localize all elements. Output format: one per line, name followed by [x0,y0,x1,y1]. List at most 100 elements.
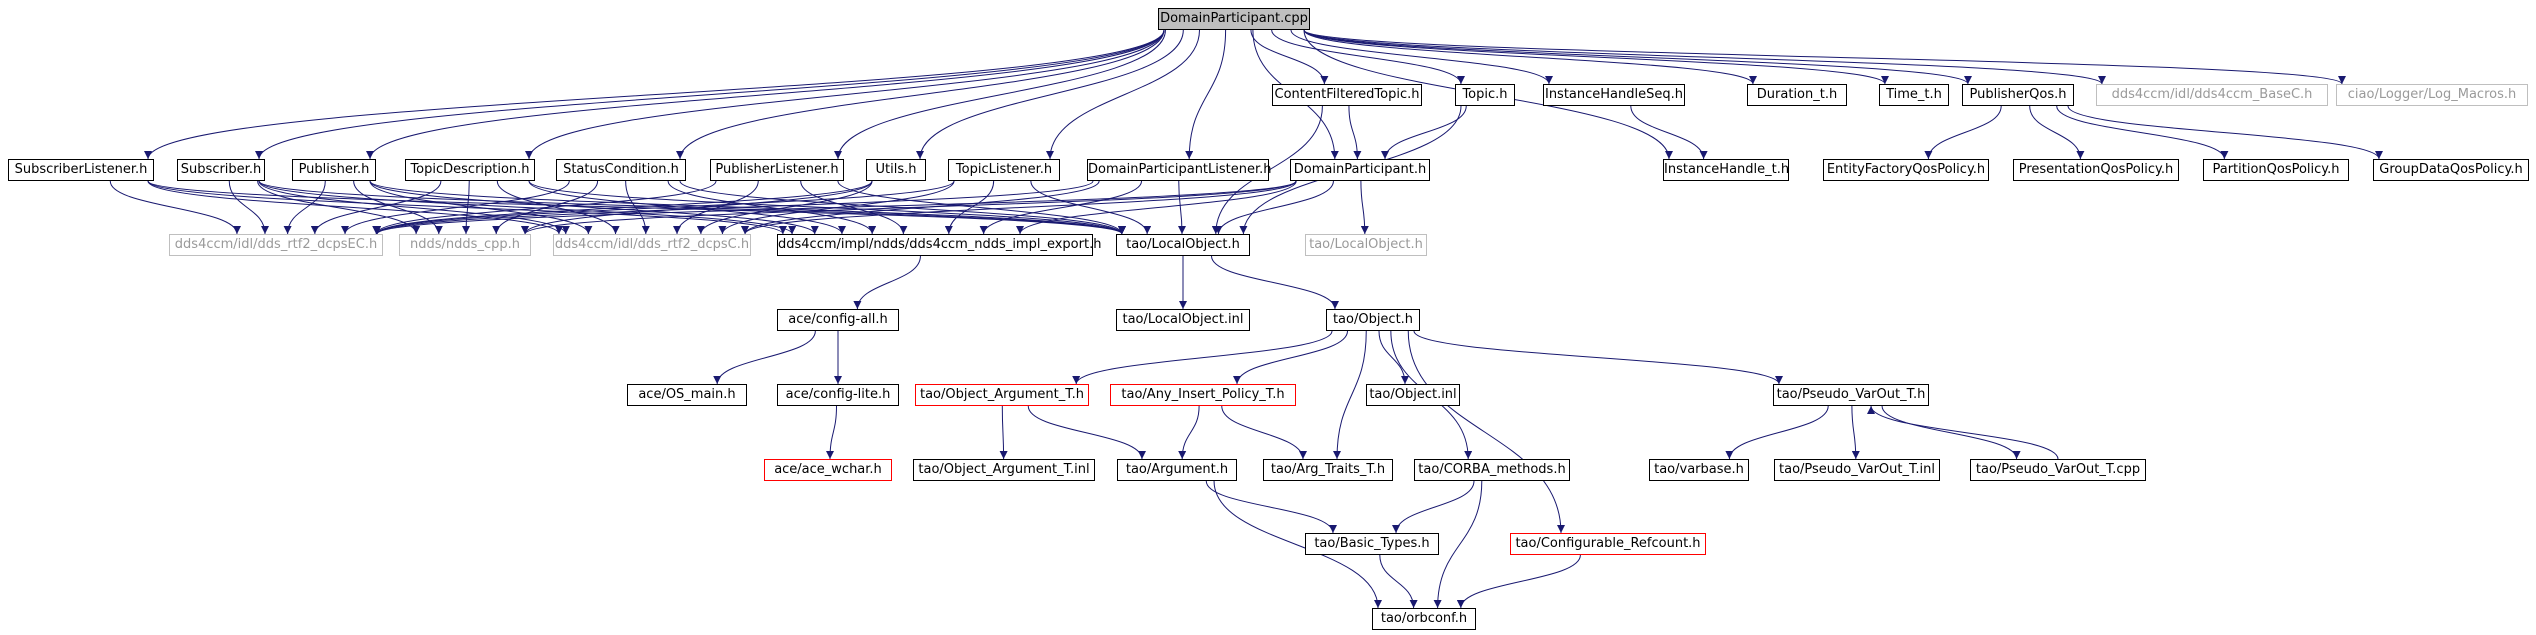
node-tao-local-object[interactable]: tao/LocalObject.h [1116,234,1250,256]
edge-tao-basic-types-to-tao-orbconf [1379,554,1418,609]
node-ace-config-all[interactable]: ace/config-all.h [777,309,899,331]
edge-publisher-qos-to-partition-qos [2056,105,2229,160]
node-tao-orbconf[interactable]: tao/orbconf.h [1372,608,1476,630]
edge-subscriber-listener-to-ndds-impl-export [147,180,787,235]
edge-tao-any-insert-policy-to-tao-argument [1178,405,1200,460]
edge-subscriber-to-dds-rtf2-dcps-ec [228,180,269,235]
node-duration[interactable]: Duration_t.h [1747,84,1847,106]
edge-tao-object-to-tao-object-inl [1378,330,1409,385]
dependency-edges [109,29,2383,609]
node-ace-config-lite[interactable]: ace/config-lite.h [777,384,899,406]
edge-publisher-qos-to-entity-factory-qos [1924,105,2002,160]
edge-publisher-qos-to-presentation-qos [2029,105,2085,160]
edge-tao-object-argument-t-to-tao-argument [1027,405,1146,460]
edge-utils-to-dds-rtf2-dcps-ec [373,180,873,235]
node-tao-local-object-external[interactable]: tao/LocalObject.h [1305,234,1427,256]
node-tao-pseudo-varout-cpp[interactable]: tao/Pseudo_VarOut_T.cpp [1970,459,2146,481]
edge-status-condition-to-dds-rtf2-dcps-ec [341,180,570,235]
edge-utils-to-dds-rtf2-dcps-c [696,180,873,235]
node-ace-os-main[interactable]: ace/OS_main.h [627,384,747,406]
node-tao-local-object-inl[interactable]: tao/LocalObject.inl [1116,309,1250,331]
edge-tao-corba-methods-to-tao-basic-types [1392,480,1475,534]
node-publisher[interactable]: Publisher.h [292,159,376,181]
edge-topic-listener-to-tao-local-object [1030,180,1152,235]
root-file-node: DomainParticipant.cpp [1158,8,1310,30]
node-tao-configurable-refcount[interactable]: tao/Configurable_Refcount.h [1510,533,1706,555]
node-tao-object[interactable]: tao/Object.h [1326,309,1420,331]
node-tao-argument[interactable]: tao/Argument.h [1117,459,1237,481]
edge-root-to-publisher-qos [1303,29,1972,85]
edge-root-to-subscriber-listener [144,29,1165,160]
node-publisher-qos[interactable]: PublisherQos.h [1962,84,2074,106]
edge-tao-object-to-tao-configurable-refcount [1407,330,1565,534]
edge-root-to-topic [1271,29,1465,85]
edge-root-to-subscriber [255,29,1165,160]
edge-ace-config-all-to-ace-os-main [713,330,816,385]
node-ace-wchar[interactable]: ace/ace_wchar.h [764,459,892,481]
edge-tao-argument-to-tao-orbconf [1213,480,1382,609]
edge-tao-pseudo-varout-to-tao-pseudo-varout-cpp [1881,405,2021,460]
node-tao-object-argument-inl[interactable]: tao/Object_Argument_T.inl [913,459,1095,481]
edge-topic-description-to-ndds-impl-export [528,180,846,235]
edge-subscriber-listener-to-dds-rtf2-dcps-c [147,180,563,235]
node-dds4ccm-base-c[interactable]: dds4ccm/idl/dds4ccm_BaseC.h [2096,84,2328,106]
node-tao-corba-methods[interactable]: tao/CORBA_methods.h [1414,459,1570,481]
node-log-macros[interactable]: ciao/Logger/Log_Macros.h [2336,84,2528,106]
node-entity-factory-qos[interactable]: EntityFactoryQosPolicy.h [1823,159,1989,181]
node-domain-participant-listener[interactable]: DomainParticipantListener.h [1087,159,1272,181]
node-publisher-listener[interactable]: PublisherListener.h [710,159,844,181]
node-tao-object-argument-t[interactable]: tao/Object_Argument_T.h [915,384,1089,406]
edge-subscriber-to-dds-rtf2-dcps-c [258,180,570,235]
edge-tao-object-to-tao-pseudo-varout [1413,330,1783,385]
edge-root-to-dds4ccm-base-c [1303,29,2106,85]
edge-ace-config-lite-to-ace-wchar [826,405,837,460]
edge-content-filtered-topic-to-domain-participant [1348,105,1362,160]
edge-root-to-topic-description [525,29,1165,160]
node-utils[interactable]: Utils.h [866,159,926,181]
node-topic[interactable]: Topic.h [1455,84,1515,106]
edge-domain-participant-to-ndds-impl-export [1016,180,1297,235]
edge-publisher-listener-to-dds-rtf2-dcps-c [673,180,759,235]
edge-tao-corba-methods-to-tao-orbconf [1433,480,1483,609]
edge-publisher-to-ndds-cpp [353,180,443,235]
node-tao-pseudo-varout-inl[interactable]: tao/Pseudo_VarOut_T.inl [1774,459,1940,481]
node-tao-pseudo-varout[interactable]: tao/Pseudo_VarOut_T.h [1773,384,1929,406]
edge-publisher-listener-to-tao-local-object [837,180,1126,235]
node-partition-qos[interactable]: PartitionQosPolicy.h [2203,159,2349,181]
node-ndds-cpp[interactable]: ndds/ndds_cpp.h [399,234,531,256]
node-presentation-qos[interactable]: PresentationQosPolicy.h [2013,159,2179,181]
node-ndds-impl-export[interactable]: dds4ccm/impl/ndds/dds4ccm_ndds_impl_expo… [777,234,1101,256]
edge-domain-participant-to-tao-local-object [1214,180,1334,235]
node-tao-object-inl[interactable]: tao/Object.inl [1366,384,1460,406]
node-time[interactable]: Time_t.h [1879,84,1949,106]
node-tao-arg-traits[interactable]: tao/Arg_Traits_T.h [1263,459,1393,481]
node-subscriber[interactable]: Subscriber.h [177,159,265,181]
node-instance-handle-seq[interactable]: InstanceHandleSeq.h [1543,84,1685,106]
node-instance-handle[interactable]: InstanceHandle_t.h [1663,159,1789,181]
node-status-condition[interactable]: StatusCondition.h [556,159,686,181]
node-topic-listener[interactable]: TopicListener.h [948,159,1060,181]
node-dds-rtf2-dcps-ec[interactable]: dds4ccm/idl/dds_rtf2_dcpsEC.h [169,234,383,256]
edge-status-condition-to-dds-rtf2-dcps-c [625,180,650,235]
node-subscriber-listener[interactable]: SubscriberListener.h [8,159,154,181]
node-tao-any-insert-policy[interactable]: tao/Any_Insert_Policy_T.h [1110,384,1296,406]
node-dds-rtf2-dcps-c[interactable]: dds4ccm/idl/dds_rtf2_dcpsC.h [553,234,751,256]
edge-topic-description-to-dds-rtf2-dcps-ec [310,180,442,235]
node-domain-participant[interactable]: DomainParticipant.h [1290,159,1430,181]
edge-tao-argument-to-tao-basic-types [1205,480,1337,534]
node-topic-description[interactable]: TopicDescription.h [405,159,535,181]
node-tao-varbase[interactable]: tao/varbase.h [1649,459,1749,481]
edge-publisher-to-ndds-impl-export [369,180,819,235]
edge-domain-participant-listener-to-tao-local-object [1177,180,1186,235]
edge-subscriber-to-ndds-cpp [257,180,421,235]
node-content-filtered-topic[interactable]: ContentFilteredTopic.h [1272,84,1422,106]
edge-domain-participant-to-ndds-cpp [521,180,1297,235]
edge-domain-participant-listener-to-dds-rtf2-dcps-ec [373,180,1094,235]
edge-tao-any-insert-policy-to-tao-arg-traits [1221,405,1307,460]
node-tao-basic-types[interactable]: tao/Basic_Types.h [1305,533,1439,555]
edge-domain-participant-to-tao-local-object-external [1360,180,1369,235]
edge-topic-listener-to-ndds-impl-export [944,180,995,235]
node-group-data-qos[interactable]: GroupDataQosPolicy.h [2373,159,2529,181]
edge-tao-pseudo-varout-to-tao-varbase [1725,405,1829,460]
